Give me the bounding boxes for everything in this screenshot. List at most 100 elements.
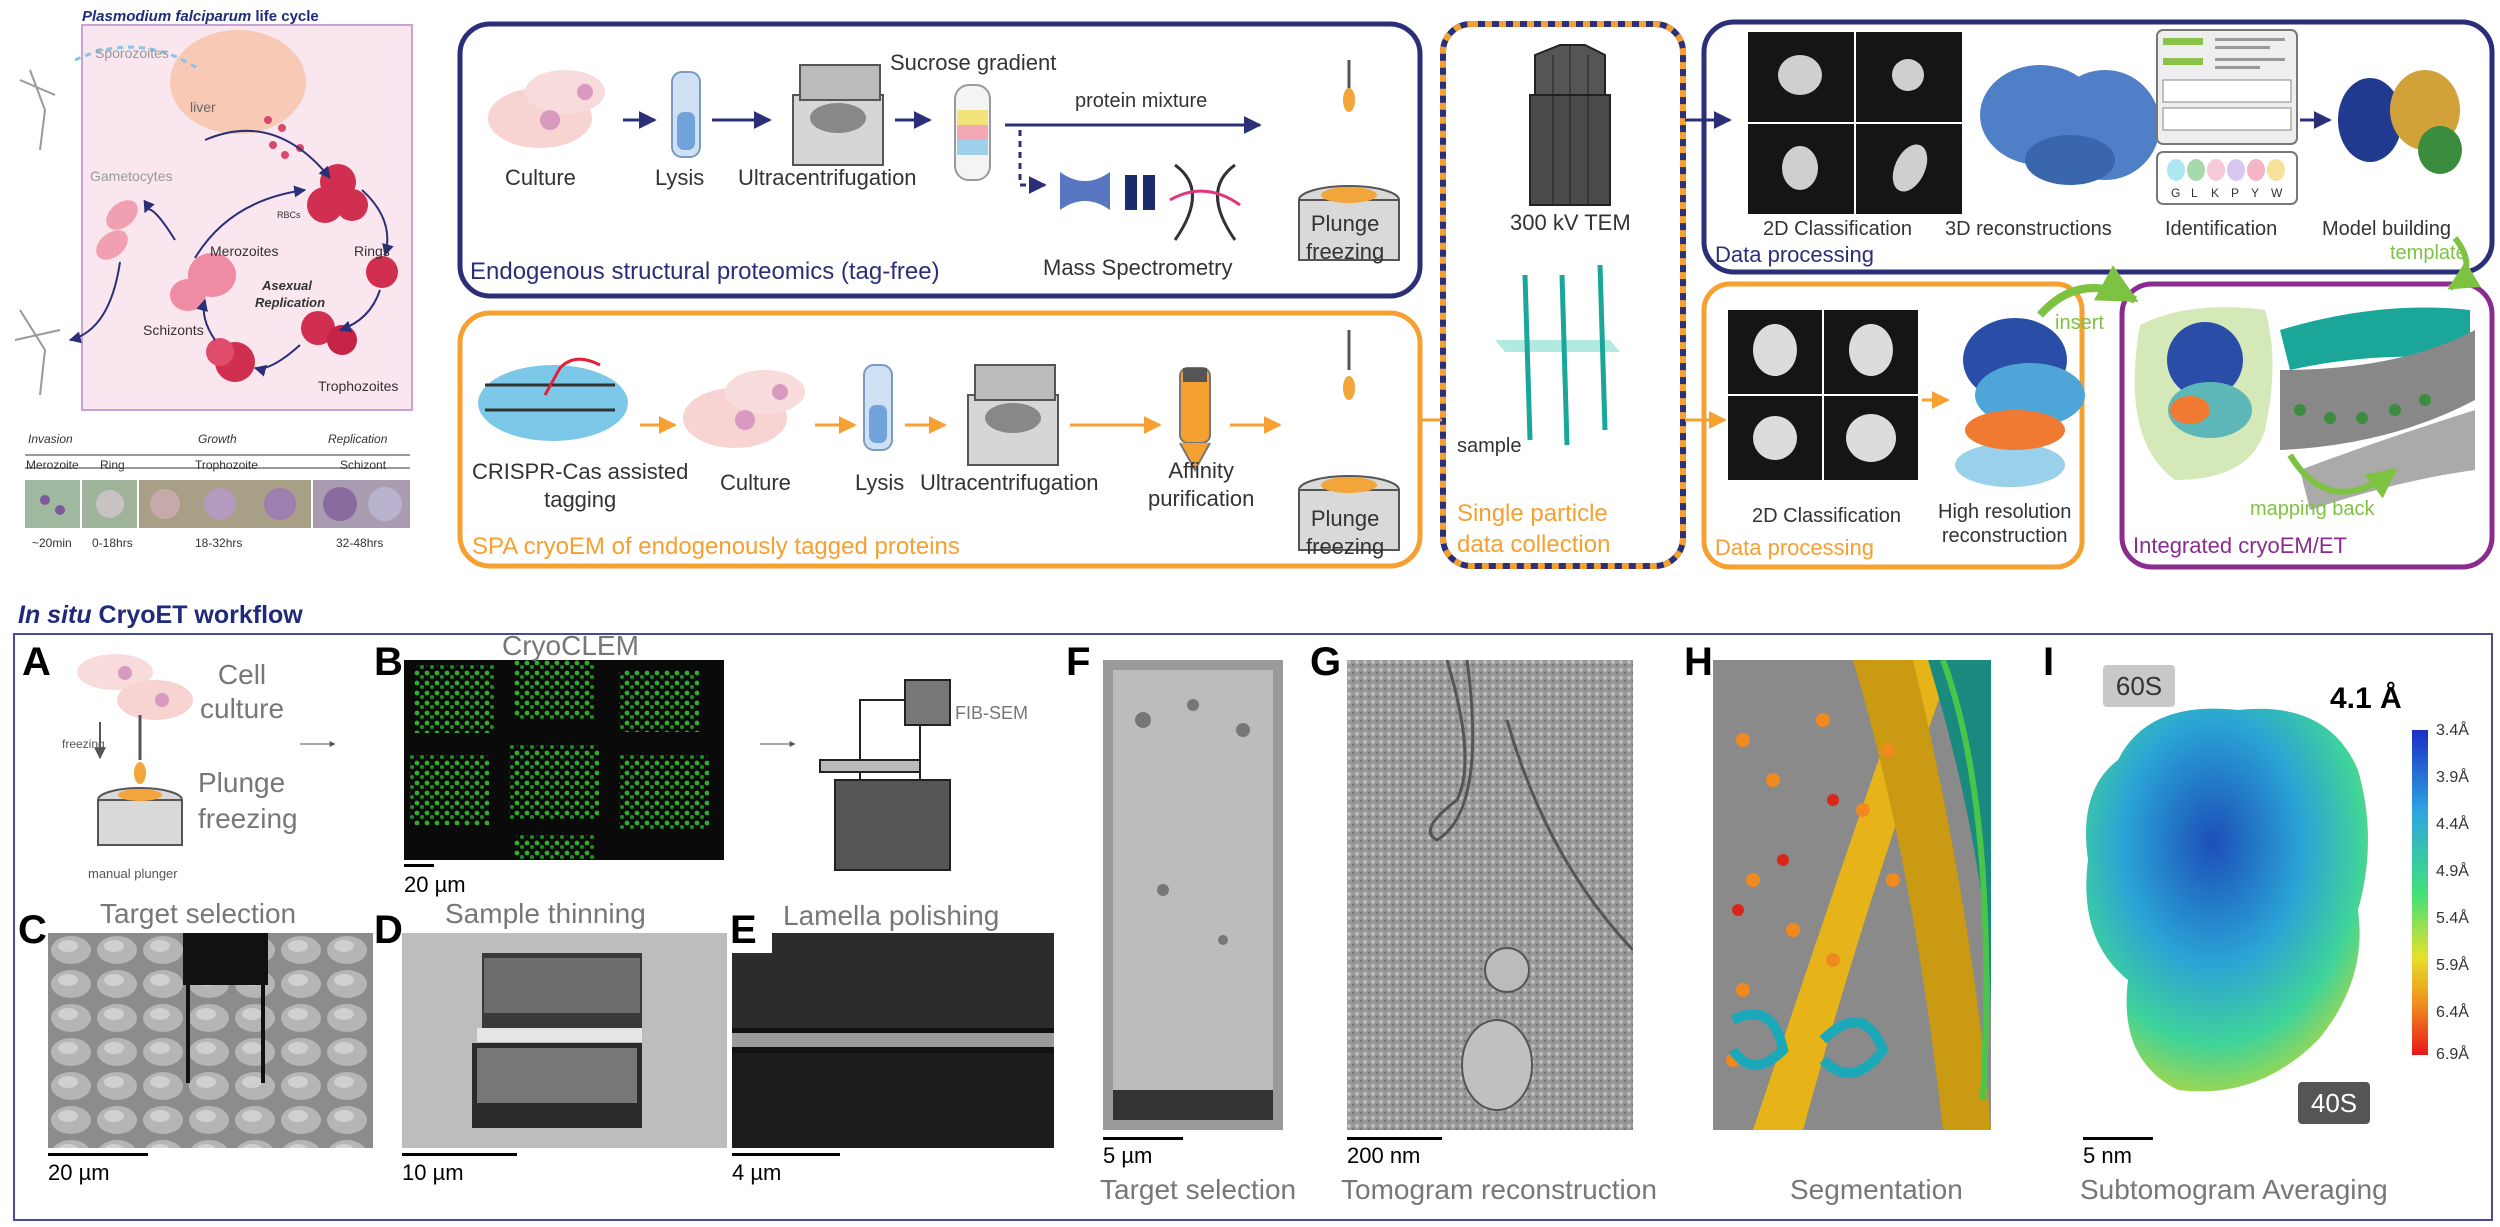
caption-tomogram: Tomogram reconstruction xyxy=(1341,1174,1657,1205)
label-trophozoites: Trophozoites xyxy=(318,378,399,394)
caption-segmentation: Segmentation xyxy=(1790,1174,1963,1205)
segmentation-image xyxy=(1713,660,1991,1130)
label-culture-endo: Culture xyxy=(505,165,576,190)
scale-label-i: 5 nm xyxy=(2083,1143,2132,1168)
scale-label-c: 20 µm xyxy=(48,1160,110,1185)
panel-letter-i: I xyxy=(2043,640,2055,684)
stage-schizont: Schizont xyxy=(340,458,387,472)
label-2d-class-top: 2D Classification xyxy=(1763,218,1912,240)
label-ultra-endo: Ultracentrifugation xyxy=(738,165,917,190)
label-replication: Replication xyxy=(255,295,326,310)
panel-letter-f: F xyxy=(1066,640,1091,684)
stage-header-replication: Replication xyxy=(328,432,388,446)
panel-letter-h: H xyxy=(1684,640,1713,684)
label-mapping-back: mapping back xyxy=(2250,498,2375,520)
scale-bar-g xyxy=(1347,1137,1442,1140)
insitu-title: In situ CryoET workflow xyxy=(18,601,303,630)
stage-header-growth: Growth xyxy=(198,432,237,446)
subtomogram-map xyxy=(2058,680,2388,1110)
label-lamella-polishing: Lamella polishing xyxy=(783,900,1000,931)
label-template: template xyxy=(2390,242,2467,264)
label-3d-recon: 3D reconstructions xyxy=(1945,218,2112,240)
label-resolution: 4.1 Å xyxy=(2330,682,2402,715)
label-mass-spec: Mass Spectrometry xyxy=(1043,255,1233,280)
scale-label-e: 4 µm xyxy=(732,1160,782,1185)
stage-header-invasion: Invasion xyxy=(28,432,73,446)
colorbar-tick: 6.9Å xyxy=(2436,1046,2469,1063)
label-crispr: CRISPR-Cas assisted tagging xyxy=(472,459,689,512)
life-cycle-title: Plasmodium falciparum life cycle xyxy=(82,8,319,25)
lamella-polishing-image xyxy=(732,933,1054,1148)
scale-label-g: 200 nm xyxy=(1347,1143,1421,1168)
colorbar-tick: 3.9Å xyxy=(2436,769,2469,786)
data-processing-top-title: Data processing xyxy=(1715,242,1874,267)
scale-bar-i xyxy=(2083,1137,2153,1140)
endogenous-box-title: Endogenous structural proteomics (tag-fr… xyxy=(470,258,940,285)
scale-label-f: 5 µm xyxy=(1103,1143,1153,1168)
time-merozoite: ~20min xyxy=(32,536,72,550)
panel-letter-a: A xyxy=(22,640,51,684)
label-sample-thinning: Sample thinning xyxy=(445,898,646,929)
cryoclem-image xyxy=(404,660,724,860)
label-insert: insert xyxy=(2055,312,2104,334)
label-plunge-insitu: Plunge freezing xyxy=(198,767,298,834)
scale-label-b: 20 µm xyxy=(404,872,466,897)
integrated-box-title: Integrated cryoEM/ET xyxy=(2133,533,2347,558)
panel-letter-c: C xyxy=(18,908,47,952)
tomogram-image xyxy=(1347,660,1633,1130)
label-fibsem: FIB-SEM xyxy=(955,703,1029,723)
scale-label-d: 10 µm xyxy=(402,1160,464,1185)
label-lysis-endo: Lysis xyxy=(655,165,705,190)
panel-letter-d: D xyxy=(374,908,403,952)
label-plunge-endo: Plunge freezing xyxy=(1306,211,1385,264)
seq-letter: W xyxy=(2271,186,2283,200)
insitu-title-rest: CryoET workflow xyxy=(91,601,303,629)
label-liver: liver xyxy=(190,99,216,115)
colorbar-tick: 3.4Å xyxy=(2436,722,2469,739)
target-selection-sem-image xyxy=(48,933,373,1148)
label-merozoites: Merozoites xyxy=(210,243,279,259)
colorbar-tick: 4.4Å xyxy=(2436,816,2469,833)
scale-bar-d xyxy=(402,1153,517,1156)
seq-letter: K xyxy=(2211,186,2220,200)
label-ultra-spa: Ultracentrifugation xyxy=(920,470,1099,495)
stage-ring: Ring xyxy=(100,458,125,472)
label-40s: 40S xyxy=(2298,1082,2370,1124)
label-sporozoites: Sporozoites xyxy=(95,45,169,61)
stage-trophozoite: Trophozoite xyxy=(195,458,258,472)
label-affinity: Affinity purification xyxy=(1148,458,1255,511)
time-schizont: 32-48hrs xyxy=(336,536,384,550)
label-cryoclem: CryoCLEM xyxy=(502,630,639,661)
time-ring: 0-18hrs xyxy=(92,536,133,550)
collection-box-title: Single particle data collection xyxy=(1457,500,1611,558)
label-cell-culture: Cell culture xyxy=(200,659,285,724)
label-rings: Rings xyxy=(354,243,390,259)
label-high-res: High resolution reconstruction xyxy=(1938,501,2072,547)
label-schizonts: Schizonts xyxy=(143,322,204,338)
label-rbcs: RBCs xyxy=(277,210,301,220)
label-target-selection-c: Target selection xyxy=(100,898,297,929)
label-tem: 300 kV TEM xyxy=(1510,210,1631,235)
panel-letter-b: B xyxy=(374,640,403,684)
panel-letter-e: E xyxy=(730,908,757,952)
caption-subtomogram: Subtomogram Averaging xyxy=(2080,1174,2388,1205)
colorbar-tick: 4.9Å xyxy=(2436,863,2469,880)
label-2d-class-bottom: 2D Classification xyxy=(1752,505,1901,527)
caption-target-selection: Target selection xyxy=(1100,1174,1297,1205)
seq-letter: Y xyxy=(2251,186,2260,200)
scale-bar-c xyxy=(48,1153,148,1156)
label-asexual: Asexual xyxy=(262,278,312,293)
label-freezing: freezing xyxy=(62,737,105,751)
label-protein-mixture: protein mixture xyxy=(1075,90,1208,112)
time-trophozoite: 18-32hrs xyxy=(195,536,243,550)
scale-bar-b xyxy=(404,864,434,867)
seq-letter: G xyxy=(2171,186,2181,200)
colorbar-tick: 6.4Å xyxy=(2436,1004,2469,1021)
data-processing-bottom-title: Data processing xyxy=(1715,535,1874,560)
label-gametocytes: Gametocytes xyxy=(90,168,173,184)
life-cycle-title-rest: life cycle xyxy=(251,8,319,25)
label-model-building: Model building xyxy=(2322,218,2451,240)
label-lysis-spa: Lysis xyxy=(855,470,905,495)
label-identification: Identification xyxy=(2165,218,2278,240)
